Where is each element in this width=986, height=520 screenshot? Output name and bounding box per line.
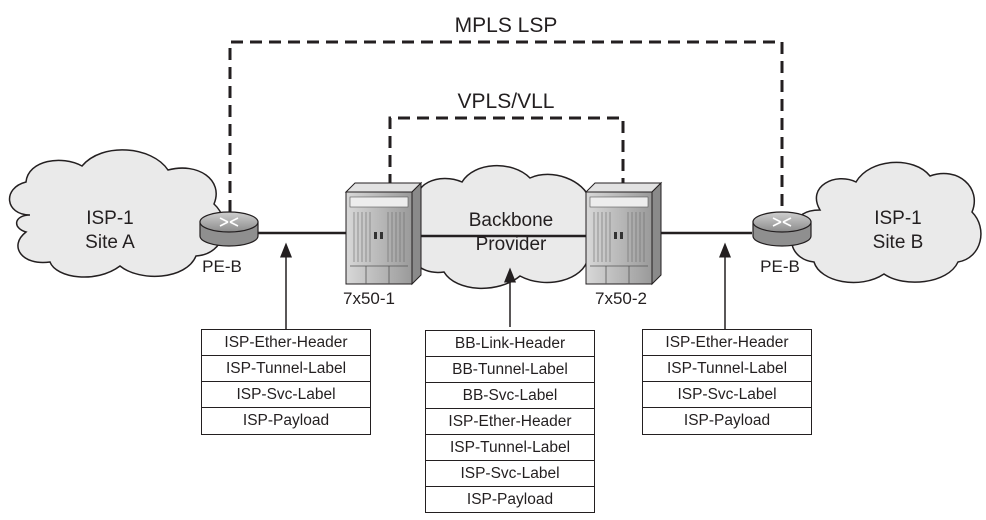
stack-cell: ISP-Tunnel-Label (643, 356, 811, 382)
vpls-vll-path (388, 116, 625, 186)
mpls-lsp-label: MPLS LSP (455, 14, 558, 37)
stack-cell: ISP-Ether-Header (643, 330, 811, 356)
stack-cell: ISP-Tunnel-Label (202, 356, 370, 382)
stack-cell: BB-Svc-Label (426, 383, 594, 409)
pe-left-label: PE-B (202, 257, 242, 276)
core-router-chassis-icon (584, 181, 663, 286)
stack-cell: ISP-Payload (242, 412, 330, 429)
site-a-location: Site A (85, 232, 135, 253)
pe-router-icon (752, 211, 812, 247)
stack-cell: ISP-Svc-Label (202, 382, 370, 408)
backbone-type: Provider (476, 234, 547, 255)
stack-cell: ISP-Ether-Header (202, 330, 370, 356)
stack-cell: ISP-Svc-Label (643, 382, 811, 408)
site-b-location: Site B (873, 232, 924, 253)
stack-cell: ISP-Ether-Header (426, 409, 594, 435)
pe-router-icon (199, 211, 259, 247)
mpls-lsp-path (228, 40, 784, 212)
stack-cell: ISP-Payload (683, 412, 771, 429)
site-b-name: ISP-1 (874, 208, 922, 229)
center-label-stack: BB-Link-Header BB-Tunnel-Label BB-Svc-La… (425, 330, 595, 513)
core-router-chassis-icon (344, 181, 423, 286)
stack-cell: BB-Tunnel-Label (426, 357, 594, 383)
router-2-label: 7x50-2 (595, 289, 647, 308)
router-1-label: 7x50-1 (343, 289, 395, 308)
isp-site-b-cloud (790, 161, 982, 284)
backbone-name: Backbone (469, 210, 554, 231)
site-a-name: ISP-1 (86, 208, 134, 229)
pe-right-label: PE-B (760, 257, 800, 276)
vpls-vll-label: VPLS/VLL (458, 90, 555, 113)
stack-cell: BB-Link-Header (426, 331, 594, 357)
right-label-stack: ISP-Ether-Header ISP-Tunnel-Label ISP-Sv… (642, 329, 812, 435)
stack-cell: ISP-Payload (466, 491, 554, 508)
stack-cell: ISP-Tunnel-Label (426, 435, 594, 461)
left-label-stack: ISP-Ether-Header ISP-Tunnel-Label ISP-Sv… (201, 329, 371, 435)
stack-cell: ISP-Svc-Label (426, 461, 594, 487)
